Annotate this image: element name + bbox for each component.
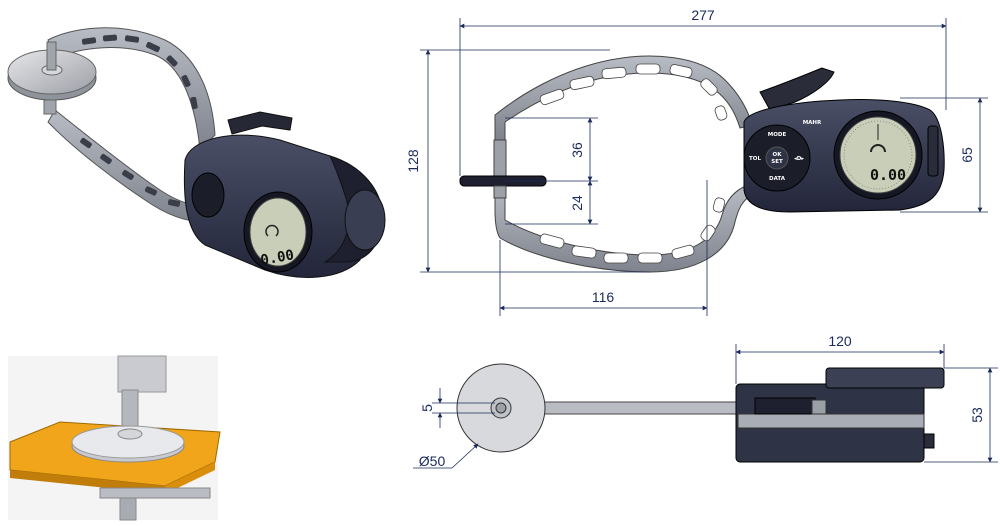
dim-lower-depth: 24 [569, 195, 585, 211]
isometric-gauge-view: 0.00 [7, 27, 386, 278]
dim-height: 128 [405, 149, 421, 173]
set-button: SET [771, 159, 783, 165]
data-button: DATA [769, 176, 786, 182]
ok-button: OK [773, 152, 783, 158]
dim-housing-length: 120 [828, 333, 852, 349]
dim-contact-thickness: 5 [419, 404, 435, 412]
front-view: OK SET MODE DATA TOL ◂D▸ MAHR 0.00 [459, 55, 945, 273]
dim-contact-diameter: Ø50 [419, 453, 446, 469]
top-view [456, 363, 945, 463]
dim-reach: 116 [592, 289, 615, 305]
iso-lcd-reading: 0.00 [259, 247, 295, 269]
dim-total-length: 277 [691, 7, 715, 23]
top-dimensions [413, 344, 998, 469]
dim-housing-height: 53 [969, 407, 985, 423]
front-dimensions [420, 18, 988, 316]
dim-display-height: 65 [959, 147, 975, 163]
brand-label: MAHR [803, 120, 822, 126]
arrow-button: ◂D▸ [794, 156, 804, 162]
dim-upper-depth: 36 [569, 142, 585, 158]
mode-button: MODE [768, 132, 787, 138]
tol-button: TOL [749, 156, 761, 162]
application-illustration [8, 355, 221, 521]
front-lcd-reading: 0.00 [870, 166, 906, 184]
